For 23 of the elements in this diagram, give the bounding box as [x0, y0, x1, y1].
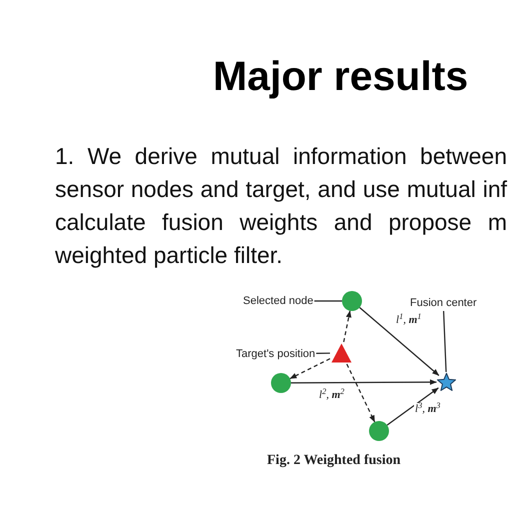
dashed-arrow [290, 358, 330, 380]
sensor-node [271, 373, 291, 393]
callout-text: Fusion center [410, 296, 477, 310]
figure-caption: Fig. 2 Weighted fusion [267, 452, 401, 470]
dashed-arrow [343, 310, 352, 342]
arrow [359, 307, 440, 376]
sensor-node [342, 291, 362, 311]
sensor-node [369, 421, 389, 441]
arrow [291, 379, 437, 385]
callout-text: Selected node [243, 294, 314, 308]
dashed-arrow [346, 364, 376, 422]
edge-label: l$^{3}$, m$^{3}$ [414, 403, 442, 416]
target-marker [331, 343, 352, 363]
edge-label: l$^{1}$, m$^{1}$ [395, 314, 422, 327]
body-paragraph: 1. We derive mutual information between sensor nodes and target, and use mutual inf calculate fusion weights and propose m weighted particle filter. [55, 142, 507, 270]
leader-line [443, 310, 447, 372]
slide-title: Major results [213, 54, 468, 98]
arrow [386, 387, 439, 426]
leader-line [314, 300, 342, 302]
leader-line [316, 352, 330, 354]
callout-text: Target's position [236, 347, 316, 361]
edge-label: l$^{2}$, m$^{2}$ [318, 389, 346, 402]
fusion-center-star [436, 372, 457, 392]
